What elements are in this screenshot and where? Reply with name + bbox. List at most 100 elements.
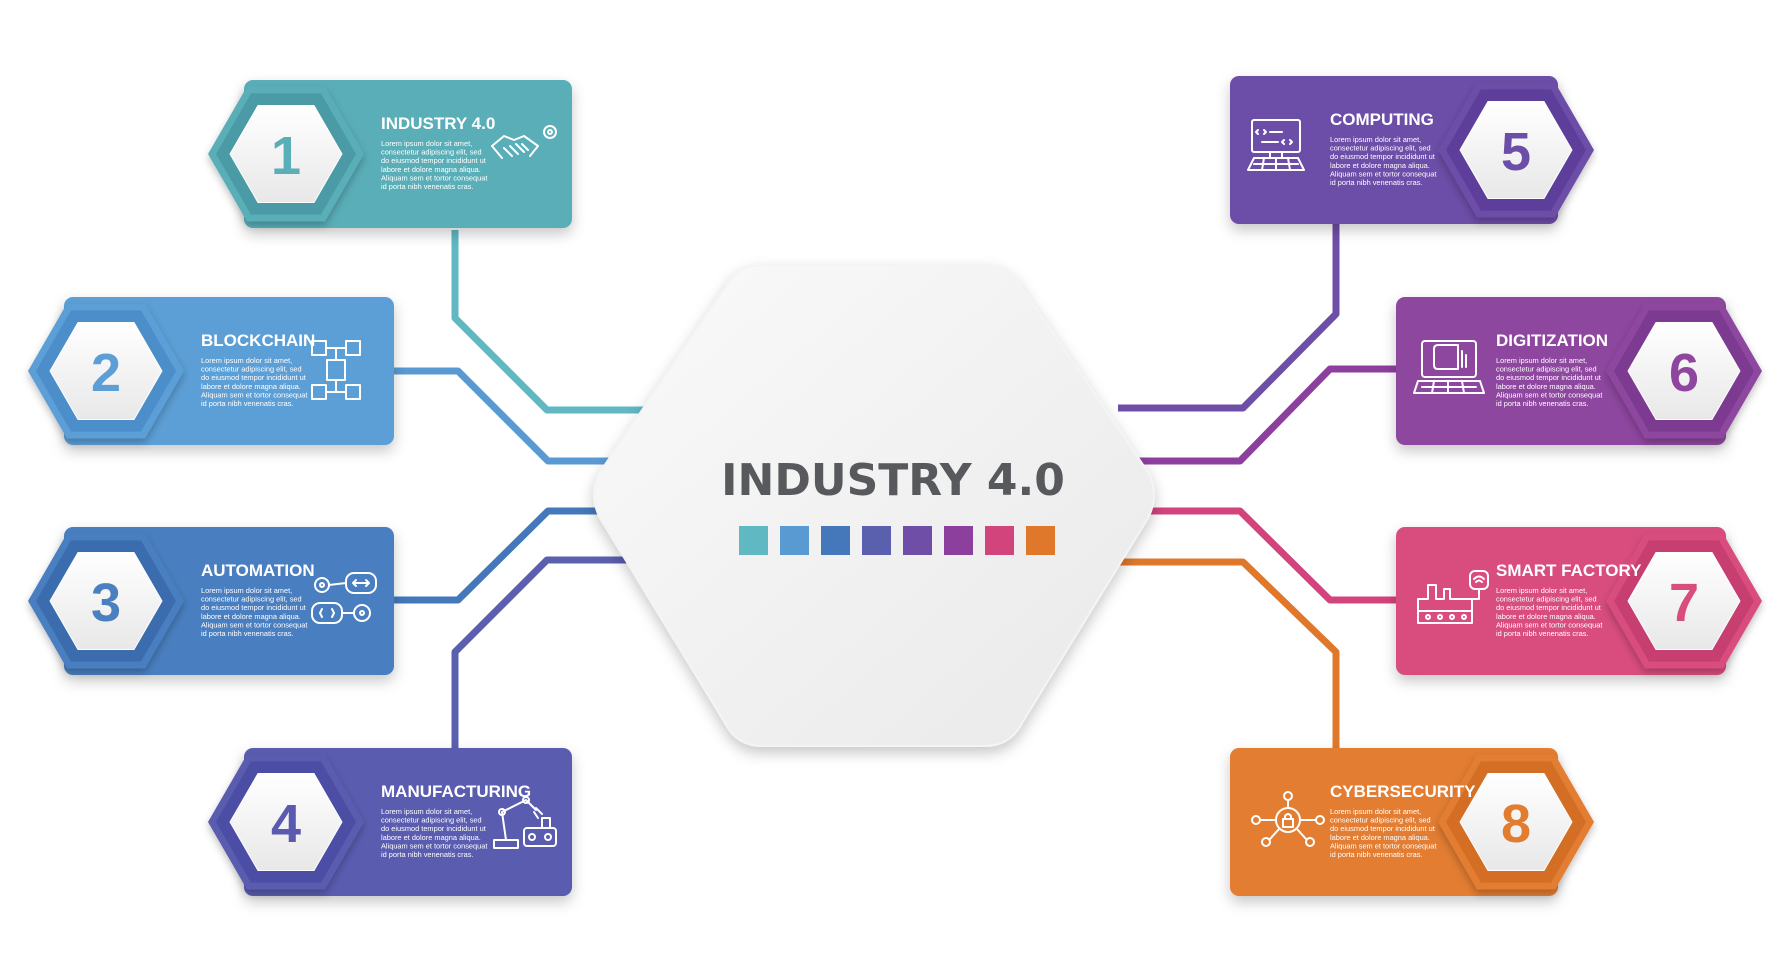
card-description-line: consectetur adipiscing elit, sed — [201, 365, 302, 374]
card-description-line: consectetur adipiscing elit, sed — [381, 816, 482, 825]
card-title: BLOCKCHAIN — [201, 331, 315, 350]
card-description-line: Aliquam sem et tortor consequat — [1330, 169, 1436, 178]
card-description-line: Lorem ipsum dolor sit amet, — [381, 807, 472, 816]
card-description-line: id porta nibh venenatis cras. — [1496, 399, 1588, 408]
color-swatch — [739, 526, 768, 555]
card-description-line: id porta nibh venenatis cras. — [1330, 178, 1422, 187]
card-5: 5 COMPUTING Lorem ipsum dolor sit amet,con… — [1230, 76, 1594, 224]
card-description-line: do eiusmod tempor incididunt ut — [201, 373, 306, 382]
card-description-line: id porta nibh venenatis cras. — [1330, 850, 1422, 859]
connector-4 — [451, 556, 672, 748]
card-description-line: consectetur adipiscing elit, sed — [1330, 144, 1431, 153]
card-description-line: labore et dolore magna aliqua. — [1330, 161, 1430, 170]
card-number: 4 — [271, 794, 301, 854]
card-description-line: Aliquam sem et tortor consequat — [201, 620, 307, 629]
card-description-line: consectetur adipiscing elit, sed — [381, 148, 482, 157]
card-description-line: labore et dolore magna aliqua. — [1496, 612, 1596, 621]
card-description-line: id porta nibh venenatis cras. — [201, 629, 293, 638]
card-title: DIGITIZATION — [1496, 331, 1608, 350]
network-lock-icon — [1251, 791, 1325, 847]
card-description-line: do eiusmod tempor incididunt ut — [1330, 152, 1435, 161]
card-3: 3 AUTOMATION Lorem ipsum dolor sit amet,co… — [28, 527, 394, 675]
card-description-line: id porta nibh venenatis cras. — [1496, 629, 1588, 638]
card-description-line: id porta nibh venenatis cras. — [381, 182, 473, 191]
card-description-line: labore et dolore magna aliqua. — [201, 612, 301, 621]
number-hex — [229, 105, 343, 203]
number-hex — [229, 773, 343, 871]
color-swatch — [780, 526, 809, 555]
robot-arm-icon — [493, 796, 557, 849]
number-hex — [49, 322, 163, 420]
card-number: 1 — [271, 126, 301, 186]
card-title: COMPUTING — [1330, 110, 1434, 129]
connector-2 — [393, 367, 660, 465]
card-description-line: Aliquam sem et tortor consequat — [1496, 390, 1602, 399]
card-4: 4 MANUFACTURING Lorem ipsum dolor sit amet… — [208, 748, 572, 896]
card-2: 2 BLOCKCHAIN Lorem ipsum dolor sit amet,co… — [28, 297, 394, 445]
card-description-line: id porta nibh venenatis cras. — [381, 850, 473, 859]
card-description-line: Lorem ipsum dolor sit amet, — [201, 356, 292, 365]
card-number: 3 — [91, 573, 121, 633]
automation-gears-icon — [311, 572, 377, 624]
color-swatch — [821, 526, 850, 555]
card-description-line: labore et dolore magna aliqua. — [381, 833, 481, 842]
card-description-line: consectetur adipiscing elit, sed — [1330, 816, 1431, 825]
connector-5 — [1118, 222, 1340, 412]
color-swatches — [739, 526, 1055, 555]
blockchain-icon — [311, 340, 361, 400]
card-description-line: labore et dolore magna aliqua. — [201, 382, 301, 391]
connector-7 — [1130, 507, 1396, 604]
card-title: CYBERSECURITY — [1330, 782, 1476, 801]
factory-wifi-icon — [1417, 570, 1489, 624]
card-description-line: do eiusmod tempor incididunt ut — [381, 824, 486, 833]
color-swatch — [985, 526, 1014, 555]
card-description-line: Lorem ipsum dolor sit amet, — [1496, 356, 1587, 365]
connector-6 — [1130, 365, 1396, 465]
card-number: 5 — [1501, 122, 1531, 182]
card-7: 7 SMART FACTORY Lorem ipsum dolor sit amet… — [1396, 527, 1762, 675]
color-swatch — [1026, 526, 1055, 555]
card-description-line: Aliquam sem et tortor consequat — [201, 390, 307, 399]
laptop-document-icon — [1413, 340, 1485, 394]
card-number: 7 — [1669, 573, 1699, 633]
number-hex — [1627, 552, 1741, 650]
card-description-line: Lorem ipsum dolor sit amet, — [1330, 807, 1421, 816]
card-description-line: labore et dolore magna aliqua. — [381, 165, 481, 174]
card-description-line: labore et dolore magna aliqua. — [1496, 382, 1596, 391]
computer-code-icon — [1247, 119, 1305, 171]
card-description-line: labore et dolore magna aliqua. — [1330, 833, 1430, 842]
card-description-line: Lorem ipsum dolor sit amet, — [381, 139, 472, 148]
card-number: 2 — [91, 343, 121, 403]
card-description-line: Aliquam sem et tortor consequat — [381, 841, 487, 850]
color-swatch — [944, 526, 973, 555]
handshake-icon — [491, 125, 557, 159]
number-hex — [1627, 322, 1741, 420]
card-description-line: do eiusmod tempor incididunt ut — [201, 603, 306, 612]
card-description-line: do eiusmod tempor incididunt ut — [1496, 603, 1601, 612]
card-description-line: consectetur adipiscing elit, sed — [1496, 595, 1597, 604]
card-title: SMART FACTORY — [1496, 561, 1642, 580]
number-hex — [1459, 101, 1573, 199]
card-title: AUTOMATION — [201, 561, 315, 580]
card-description-line: id porta nibh venenatis cras. — [201, 399, 293, 408]
card-description-line: do eiusmod tempor incididunt ut — [381, 156, 486, 165]
card-number: 6 — [1669, 343, 1699, 403]
color-swatch — [903, 526, 932, 555]
connector-lines — [393, 222, 1396, 748]
color-swatch — [862, 526, 891, 555]
card-title: INDUSTRY 4.0 — [381, 114, 495, 133]
central-hexagon: INDUSTRY 4.0 — [593, 264, 1155, 747]
card-description-line: do eiusmod tempor incididunt ut — [1496, 373, 1601, 382]
number-hex — [49, 552, 163, 650]
card-title: MANUFACTURING — [381, 782, 531, 801]
card-description-line: Lorem ipsum dolor sit amet, — [1496, 586, 1587, 595]
card-description-line: consectetur adipiscing elit, sed — [201, 595, 302, 604]
card-description-line: Lorem ipsum dolor sit amet, — [1330, 135, 1421, 144]
card-6: 6 DIGITIZATION Lorem ipsum dolor sit amet,… — [1396, 297, 1762, 445]
card-description-line: Lorem ipsum dolor sit amet, — [201, 586, 292, 595]
card-description-line: Aliquam sem et tortor consequat — [1330, 841, 1436, 850]
